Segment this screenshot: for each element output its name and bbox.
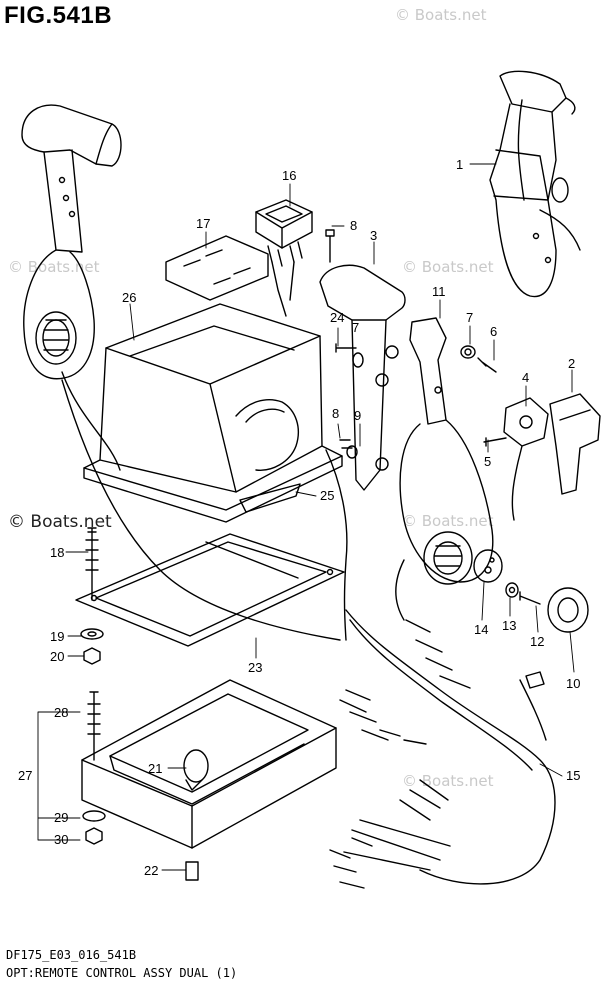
callout-7: 7: [466, 310, 473, 325]
callout-8: 8: [350, 218, 357, 233]
callout-25: 25: [320, 488, 334, 503]
callout-22: 22: [144, 863, 158, 878]
callout-26: 26: [122, 290, 136, 305]
callout-18: 18: [50, 545, 64, 560]
bracket-plate: [165, 235, 269, 301]
callout-leaders: [37, 163, 575, 871]
callout-11: 11: [432, 284, 446, 299]
callout-2: 2: [568, 356, 575, 371]
left-hardware: [80, 527, 199, 881]
callout-30: 30: [54, 832, 68, 847]
callout-19: 19: [50, 629, 64, 644]
watermark: © Boats.net: [402, 512, 494, 530]
callout-13: 13: [502, 618, 516, 633]
base-housing: [81, 679, 337, 849]
cover-housing: [83, 303, 343, 523]
gasket: [75, 533, 345, 647]
callout-12: 12: [530, 634, 544, 649]
connector-cover: [549, 393, 601, 495]
footer-code: DF175_E03_016_541B: [6, 948, 137, 962]
callout-21: 21: [148, 761, 162, 776]
callout-6: 6: [490, 324, 497, 339]
callout-1: 1: [456, 157, 463, 172]
side-plate-left: [319, 264, 406, 491]
callout-8: 8: [332, 406, 339, 421]
figure-title: FIG.541B: [4, 2, 113, 29]
callout-24: 24: [330, 310, 344, 325]
callout-labels: 1 2 3 4 5 6 7 7 8 8 9 10 11 12 13 14 15 …: [18, 157, 580, 878]
footer-description: OPT:REMOTE CONTROL ASSY DUAL (1): [6, 966, 238, 980]
callout-14: 14: [474, 622, 488, 637]
callout-29: 29: [54, 810, 68, 825]
callout-5: 5: [484, 454, 491, 469]
watermark-dark: © Boats.net: [8, 512, 112, 532]
watermark: © Boats.net: [395, 6, 487, 24]
callout-23: 23: [248, 660, 262, 675]
callout-4: 4: [522, 370, 529, 385]
callout-15: 15: [566, 768, 580, 783]
switch-part: [255, 199, 313, 317]
right-control-handle: [489, 70, 581, 298]
callout-17: 17: [196, 216, 210, 231]
callout-20: 20: [50, 649, 64, 664]
callout-16: 16: [282, 168, 296, 183]
watermark: © Boats.net: [402, 258, 494, 276]
sensor-unit: [503, 397, 549, 521]
callout-10: 10: [566, 676, 580, 691]
callout-9: 9: [354, 408, 361, 423]
callout-7: 7: [352, 320, 359, 335]
wire-harness: [61, 379, 556, 889]
fasteners: [325, 229, 589, 633]
callout-27: 27: [18, 768, 32, 783]
watermark: © Boats.net: [402, 772, 494, 790]
watermark: © Boats.net: [8, 258, 100, 276]
lever-arm: [395, 317, 494, 621]
left-control-handle: [21, 104, 122, 471]
callout-3: 3: [370, 228, 377, 243]
callout-28: 28: [54, 705, 68, 720]
